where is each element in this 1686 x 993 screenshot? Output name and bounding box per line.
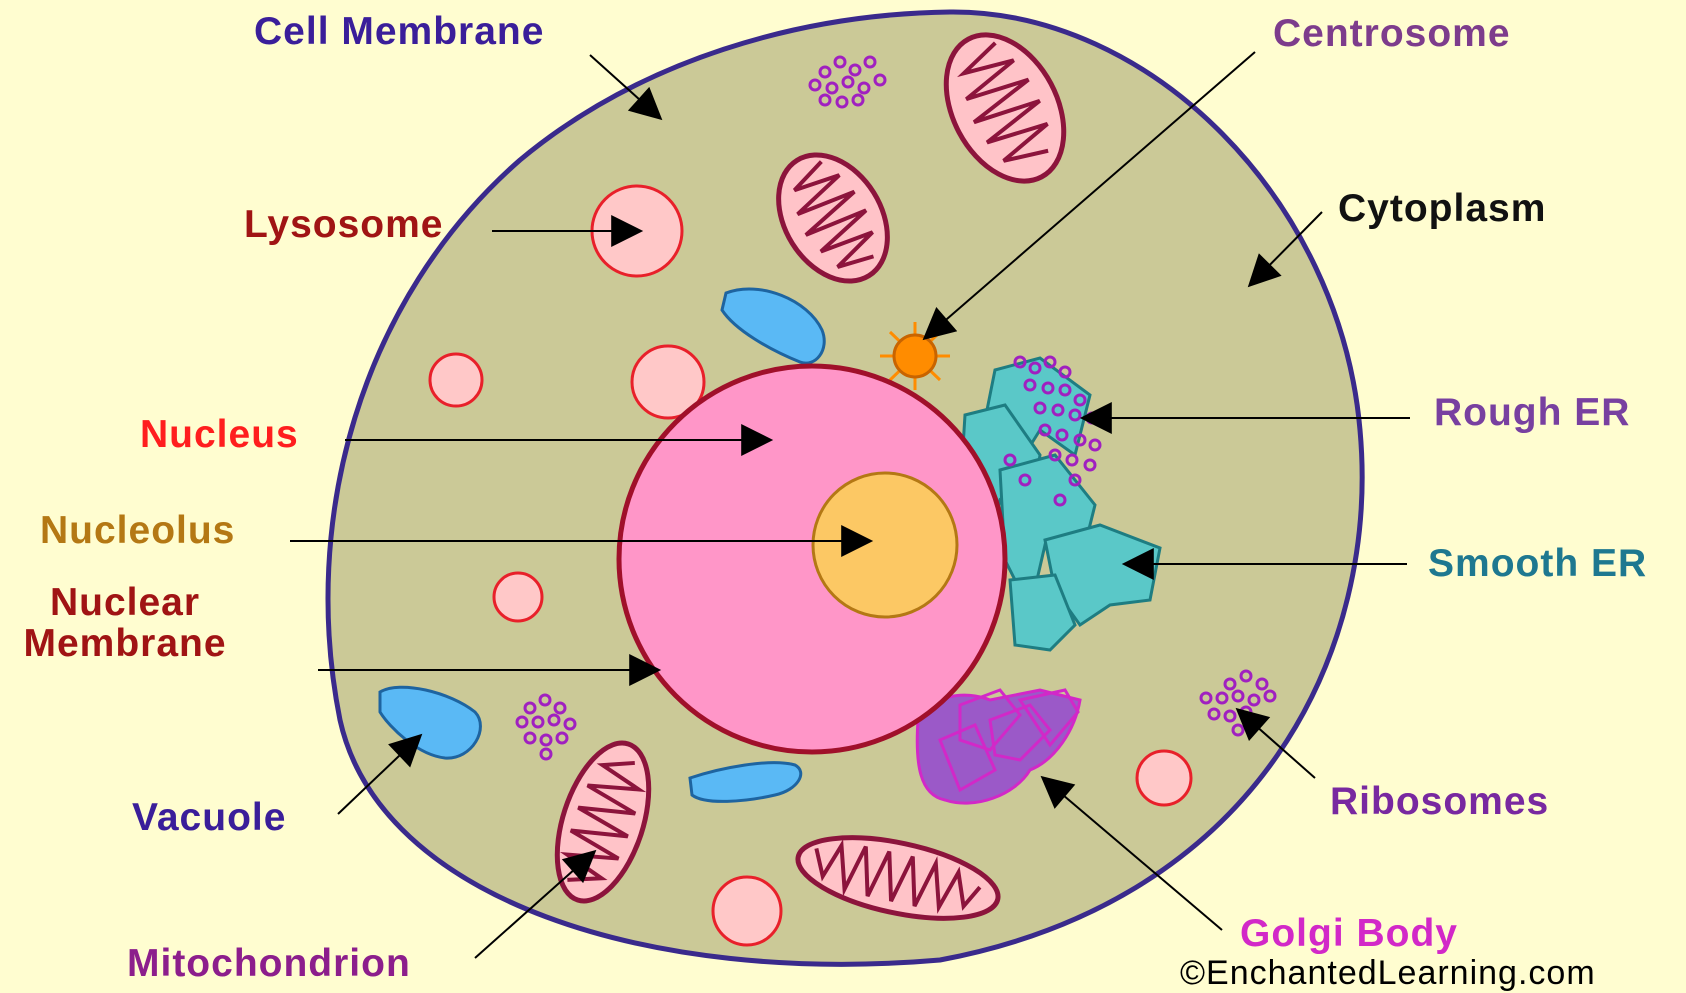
label-cell-membrane: Cell Membrane: [254, 12, 544, 53]
label-nuclear-membrane: Nuclear Membrane: [10, 583, 240, 665]
centrosome: [880, 322, 950, 390]
label-mitochondrion: Mitochondrion: [127, 944, 411, 985]
label-nucleolus: Nucleolus: [40, 511, 235, 552]
label-cytoplasm: Cytoplasm: [1338, 189, 1546, 230]
label-lysosome: Lysosome: [244, 205, 443, 246]
nucleolus: [813, 473, 957, 617]
label-ribosomes: Ribosomes: [1330, 782, 1549, 823]
label-golgi-body: Golgi Body: [1240, 914, 1458, 955]
label-nuclear-membrane-line1: Nuclear: [10, 583, 240, 624]
label-smooth-er: Smooth ER: [1428, 544, 1647, 585]
label-nucleus: Nucleus: [140, 415, 299, 456]
label-vacuole: Vacuole: [132, 798, 286, 839]
label-centrosome: Centrosome: [1273, 14, 1511, 55]
label-rough-er: Rough ER: [1434, 393, 1630, 434]
label-nuclear-membrane-line2: Membrane: [10, 624, 240, 665]
credit-text: ©EnchantedLearning.com: [1180, 954, 1596, 993]
